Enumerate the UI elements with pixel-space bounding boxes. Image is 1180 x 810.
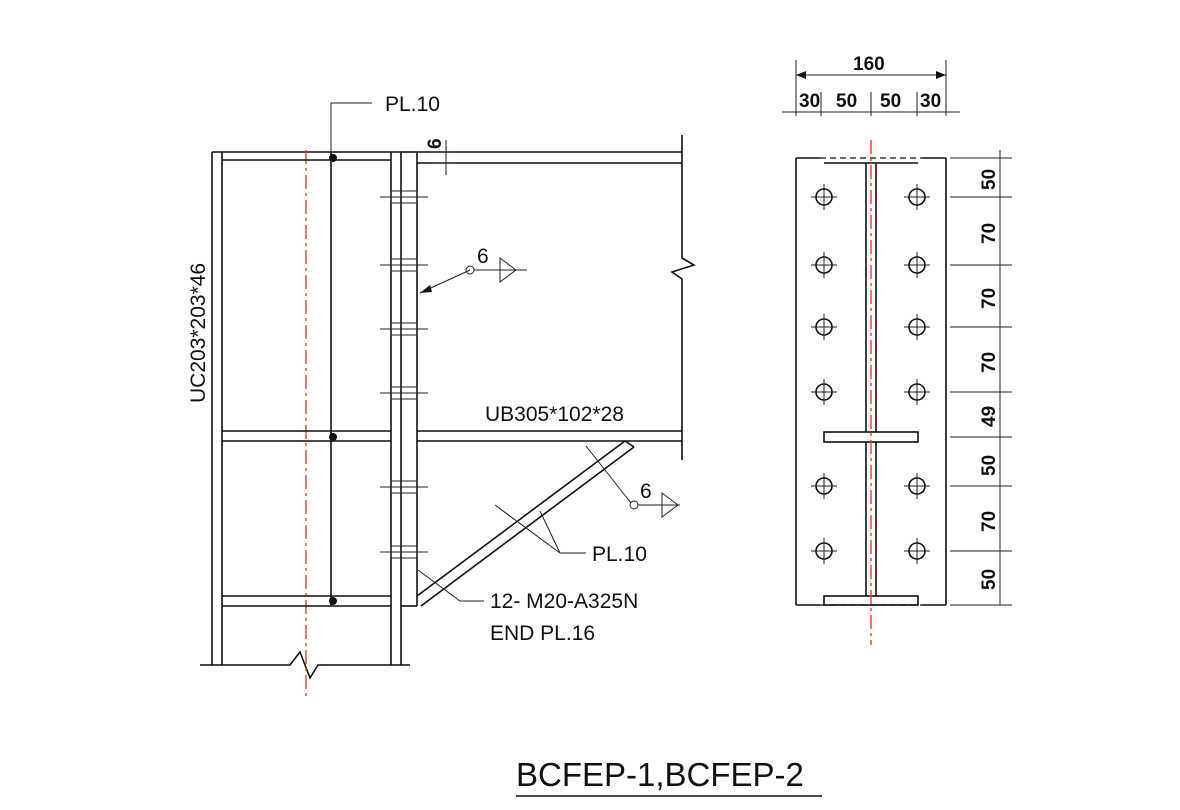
bolt-hole-icon <box>904 184 930 210</box>
column-label: UC203*203*46 <box>187 263 210 403</box>
end-plate <box>401 151 418 607</box>
v-dim-2: 70 <box>979 223 1000 244</box>
drawing-title-text: BCFEP-1,BCFEP-2 <box>516 756 804 793</box>
v-dim-5: 49 <box>979 406 1000 427</box>
weld-symbol-icon: 6 <box>585 445 680 518</box>
weld-size-2: 6 <box>640 480 652 503</box>
right-dimensions: 50 70 70 70 49 50 70 50 <box>950 150 1012 606</box>
brace-plate-label: PL.10 <box>592 543 647 566</box>
beam <box>417 135 696 460</box>
bolt-row <box>380 480 428 494</box>
bolt-rows <box>380 190 428 559</box>
v-dim-8: 50 <box>979 569 1000 590</box>
break-line-icon <box>200 650 410 680</box>
bolt-hole-icon <box>904 252 930 278</box>
bolt-row <box>380 545 428 559</box>
bolt-note-line1: 12- M20-A325N <box>490 590 638 613</box>
column <box>200 151 410 680</box>
end-plate-detail: 160 30 50 50 30 50 70 70 70 49 50 70 50 <box>782 54 1012 645</box>
break-line-icon <box>670 135 696 460</box>
stiffener-label: PL.10 <box>385 93 440 116</box>
bolt-note: 12- M20-A325N END PL.16 <box>417 569 638 645</box>
flange-thickness-dim: 6 <box>425 138 458 175</box>
bolt-hole-icon <box>811 314 837 340</box>
weld-size-1: 6 <box>477 245 489 268</box>
brace-plate-callout: PL.10 <box>494 504 647 566</box>
elevation-view: PL.10 6 <box>187 93 696 700</box>
h-dim-3: 50 <box>880 91 901 112</box>
bolt-note-line2: END PL.16 <box>490 622 595 645</box>
v-dim-6: 50 <box>979 455 1000 476</box>
v-dim-7: 70 <box>979 511 1000 532</box>
bolt-hole-icon <box>904 538 930 564</box>
drawing-title: BCFEP-1,BCFEP-2 <box>516 756 822 797</box>
v-dim-1: 50 <box>979 169 1000 190</box>
weld-symbol-icon: 6 <box>419 245 527 294</box>
bolt-row <box>380 386 428 400</box>
bolt-row <box>380 190 428 204</box>
bolt-hole-icon <box>811 252 837 278</box>
bolt-hole-icon <box>811 538 837 564</box>
bolt-row <box>380 258 428 272</box>
h-dim-4: 30 <box>920 91 941 112</box>
bolt-row <box>380 322 428 336</box>
bolt-hole-icon <box>811 473 837 499</box>
bolt-hole-icon <box>904 379 930 405</box>
h-dim-1: 30 <box>799 91 820 112</box>
overall-width-dim: 160 <box>853 54 885 75</box>
top-dimensions: 160 30 50 50 30 <box>782 54 960 116</box>
v-dim-3: 70 <box>979 288 1000 309</box>
bolt-holes <box>811 184 930 564</box>
beam-section <box>823 162 919 606</box>
stiffener-callout: PL.10 <box>330 93 440 152</box>
column-stiffeners <box>222 152 391 607</box>
bolt-hole-icon <box>904 473 930 499</box>
flange-thickness-label: 6 <box>425 138 446 149</box>
bolt-hole-icon <box>904 314 930 340</box>
bolt-hole-icon <box>811 379 837 405</box>
bolt-hole-icon <box>811 184 837 210</box>
h-dim-2: 50 <box>836 91 857 112</box>
v-dim-4: 70 <box>979 352 1000 373</box>
brace-plate <box>416 440 635 607</box>
beam-label: UB305*102*28 <box>485 403 624 426</box>
